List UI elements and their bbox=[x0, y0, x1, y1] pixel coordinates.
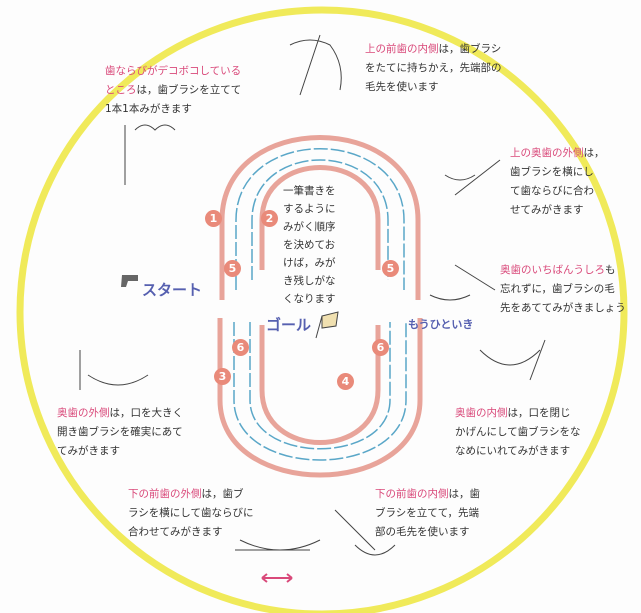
lower-arch bbox=[217, 318, 423, 478]
toothbrush-inner-molar-icon bbox=[479, 339, 546, 381]
toothbrush-outer-molar-icon bbox=[79, 350, 149, 390]
step-5-right: 5 bbox=[382, 260, 399, 277]
tip-last-molar: 奥歯のいちばんうしろも忘れずに，歯ブラシの毛先をあててみがきましょう bbox=[500, 264, 626, 314]
step-1: 1 bbox=[205, 210, 222, 227]
more-label: もうひといき bbox=[408, 318, 474, 331]
upper-arch bbox=[219, 135, 421, 300]
tip-molar-inner: 奥歯の内側は，口を閉じかげんにして歯ブラシをななめにいれてみがきます bbox=[455, 407, 581, 457]
step-6-right: 6 bbox=[372, 339, 389, 356]
tip-upper-molar-outer: 上の奥歯の外側は，歯ブラシを横にして歯ならびに合わせてみがきます bbox=[510, 147, 605, 216]
tip-molar-outer: 奥歯の外側は，口を大きく開き歯ブラシを確実にあててみがきます bbox=[57, 407, 183, 457]
start-pistol-icon bbox=[121, 275, 138, 287]
step-5-left: 5 bbox=[224, 260, 241, 277]
tip-upper-front-inner: 上の前歯の内側は，歯ブラシをたてに持ちかえ，先端部の毛先を使います bbox=[365, 43, 502, 93]
illustrations bbox=[79, 34, 546, 556]
start-label: スタート bbox=[142, 281, 203, 299]
tip-lower-front-outer: 下の前歯の外側は，歯ブラシを横にして歯ならびに合わせてみがきます bbox=[128, 488, 254, 538]
toothbrush-last-molar-icon bbox=[429, 264, 496, 301]
toothbrush-crooked-teeth-icon bbox=[124, 124, 176, 185]
goal-flag-icon bbox=[315, 311, 339, 339]
toothbrush-upper-back-icon bbox=[444, 159, 501, 196]
step-3: 3 bbox=[214, 368, 231, 385]
goal-label: ゴール bbox=[266, 316, 312, 334]
step-4: 4 bbox=[337, 373, 354, 390]
yellow-ring bbox=[16, 6, 628, 613]
side-arrow-icon bbox=[261, 573, 293, 583]
step-2: 2 bbox=[261, 210, 278, 227]
toothbrush-lower-front-inner-icon bbox=[334, 509, 396, 556]
step-6-left: 6 bbox=[232, 339, 249, 356]
toothbrush-upper-front-icon bbox=[289, 34, 342, 96]
toothbrush-lower-front-outer-icon bbox=[235, 539, 321, 551]
center-explanation: 一筆書きをするようにみがく順序を決めておけば，みがき残しがなくなります bbox=[283, 185, 336, 305]
tip-lower-front-inner: 下の前歯の内側は，歯ブラシを立てて，先端部の毛先を使います bbox=[375, 488, 480, 538]
